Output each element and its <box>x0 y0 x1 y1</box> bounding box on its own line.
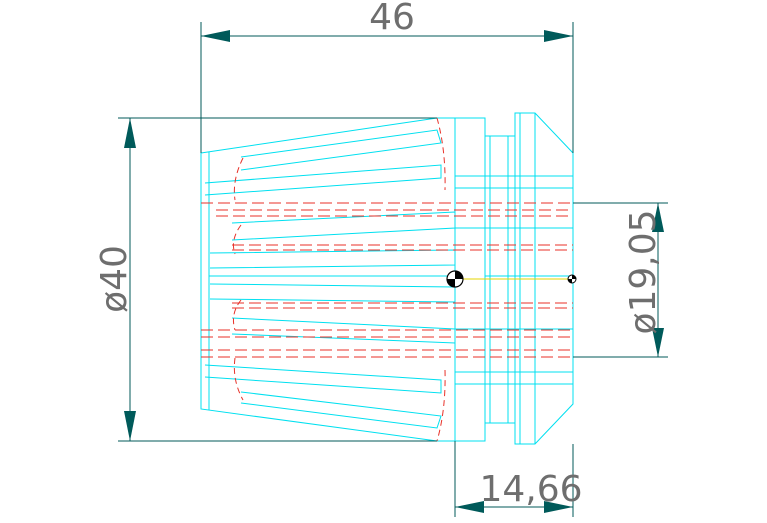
label-overall-length: 46 <box>369 0 415 38</box>
label-bore-diameter: ø19,05 <box>623 209 664 334</box>
center-mark-main <box>446 270 464 288</box>
label-nose-length: 14,66 <box>479 469 582 510</box>
dimensions <box>118 22 668 517</box>
dimension-nose-length <box>454 441 574 517</box>
center-mark-front <box>567 274 577 284</box>
dimension-labels: 46 ø40 ø19,05 14,66 <box>94 0 664 510</box>
dimension-bore-diameter <box>573 202 668 358</box>
hidden-lines <box>201 117 573 442</box>
center-marks <box>446 270 577 288</box>
dimension-outer-diameter <box>118 117 437 442</box>
label-outer-diameter: ø40 <box>94 245 135 313</box>
dimension-overall-length <box>200 22 574 153</box>
